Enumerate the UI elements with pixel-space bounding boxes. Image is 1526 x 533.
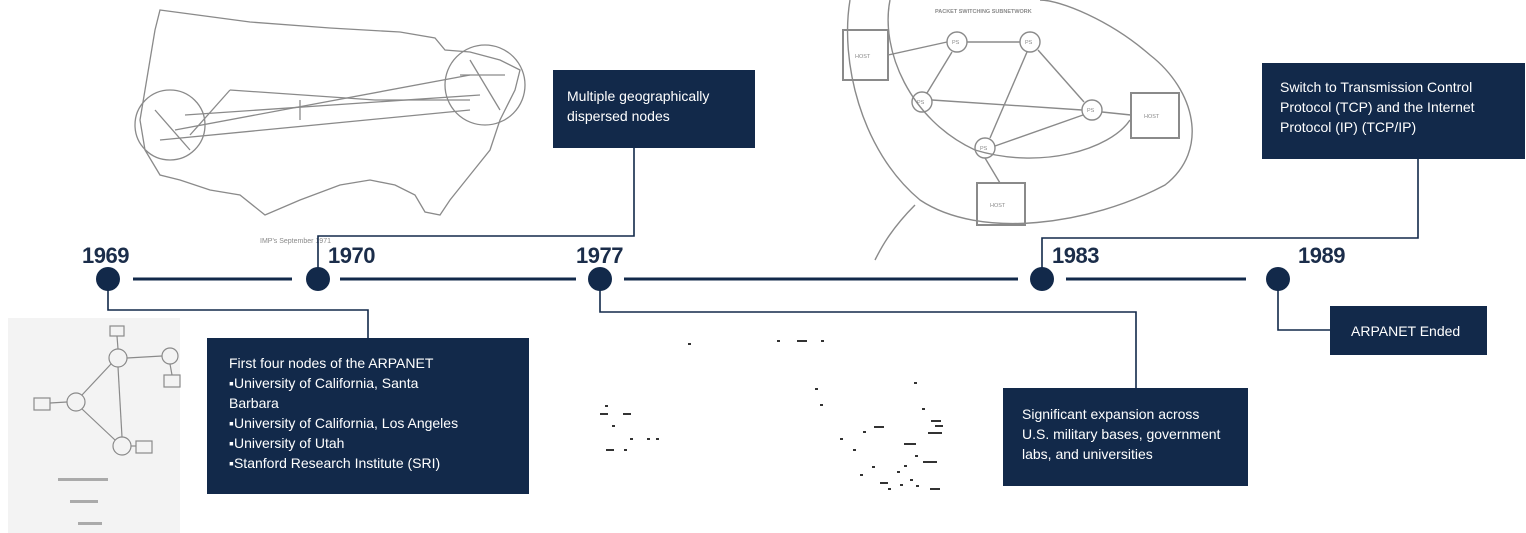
- arpanet-us-map-sketch: [134, 9, 526, 216]
- event-box-1983: Switch to Transmission Control Protocol …: [1262, 63, 1525, 159]
- host-label: HOST: [1144, 114, 1160, 120]
- event-box-1970: Multiple geographically dispersed nodes: [553, 70, 755, 148]
- milestone-dot-1969: [96, 267, 120, 291]
- event-item: ▪University of California, Santa: [229, 375, 419, 391]
- node-label: PS: [917, 100, 925, 106]
- packet-switching-heading: PACKET SWITCHING SUBNETWORK: [935, 9, 1032, 15]
- year-label-1983: 1983: [1052, 243, 1099, 268]
- milestone-dot-1989: [1266, 267, 1290, 291]
- event-text-line: dispersed nodes: [567, 108, 670, 124]
- timeline-connectors: [107, 148, 1419, 388]
- event-box-1989: ARPANET Ended: [1330, 306, 1487, 355]
- event-text-line: labs, and universities: [1022, 446, 1153, 462]
- year-label-1977: 1977: [576, 243, 623, 268]
- event-text-line: Switch to Transmission Control: [1280, 79, 1473, 95]
- node-label: PS: [952, 40, 960, 46]
- host-label: HOST: [990, 203, 1006, 209]
- connector-1969: [107, 279, 369, 338]
- event-text-line: Significant expansion across: [1022, 406, 1200, 422]
- event-text-line: Protocol (IP) (TCP/IP): [1280, 119, 1417, 135]
- packet-switching-labels: PACKET SWITCHING SUBNETWORK PS PS PS PS …: [855, 9, 1160, 209]
- milestone-dot-1983: [1030, 267, 1054, 291]
- event-item: Barbara: [229, 395, 279, 411]
- event-item: ▪Stanford Research Institute (SRI): [229, 455, 441, 471]
- node-label: PS: [1087, 108, 1095, 114]
- event-box-1977: Significant expansion across U.S. milita…: [1003, 388, 1248, 486]
- node-label: PS: [1025, 40, 1033, 46]
- packet-switching-sketch: [842, 0, 1193, 261]
- connector-1977: [599, 279, 1137, 388]
- year-label-1970: 1970: [328, 243, 375, 268]
- timeline-milestones: [96, 267, 1290, 291]
- event-text-line: Protocol (TCP) and the Internet: [1280, 99, 1475, 115]
- milestone-dot-1970: [306, 267, 330, 291]
- event-text-line: U.S. military bases, government: [1022, 426, 1221, 442]
- four-node-sketch: [8, 318, 181, 533]
- event-title: First four nodes of the ARPANET: [229, 355, 434, 371]
- event-text-line: Multiple geographically: [567, 88, 710, 104]
- host-label: HOST: [855, 54, 871, 60]
- node-label: PS: [980, 146, 988, 152]
- connector-1983: [1041, 158, 1419, 279]
- connector-1989: [1277, 279, 1330, 331]
- milestone-dot-1977: [588, 267, 612, 291]
- event-box-1969: First four nodes of the ARPANET ▪Univers…: [207, 338, 529, 494]
- map-caption: IMP's September 1971: [260, 238, 331, 245]
- event-text-line: ARPANET Ended: [1351, 323, 1461, 339]
- connector-1970: [317, 148, 635, 279]
- year-label-1969: 1969: [82, 243, 129, 268]
- event-item: ▪University of California, Los Angeles: [229, 415, 459, 431]
- year-label-1989: 1989: [1298, 243, 1345, 268]
- event-item: ▪University of Utah: [229, 435, 345, 451]
- node-dot-map: [600, 340, 943, 490]
